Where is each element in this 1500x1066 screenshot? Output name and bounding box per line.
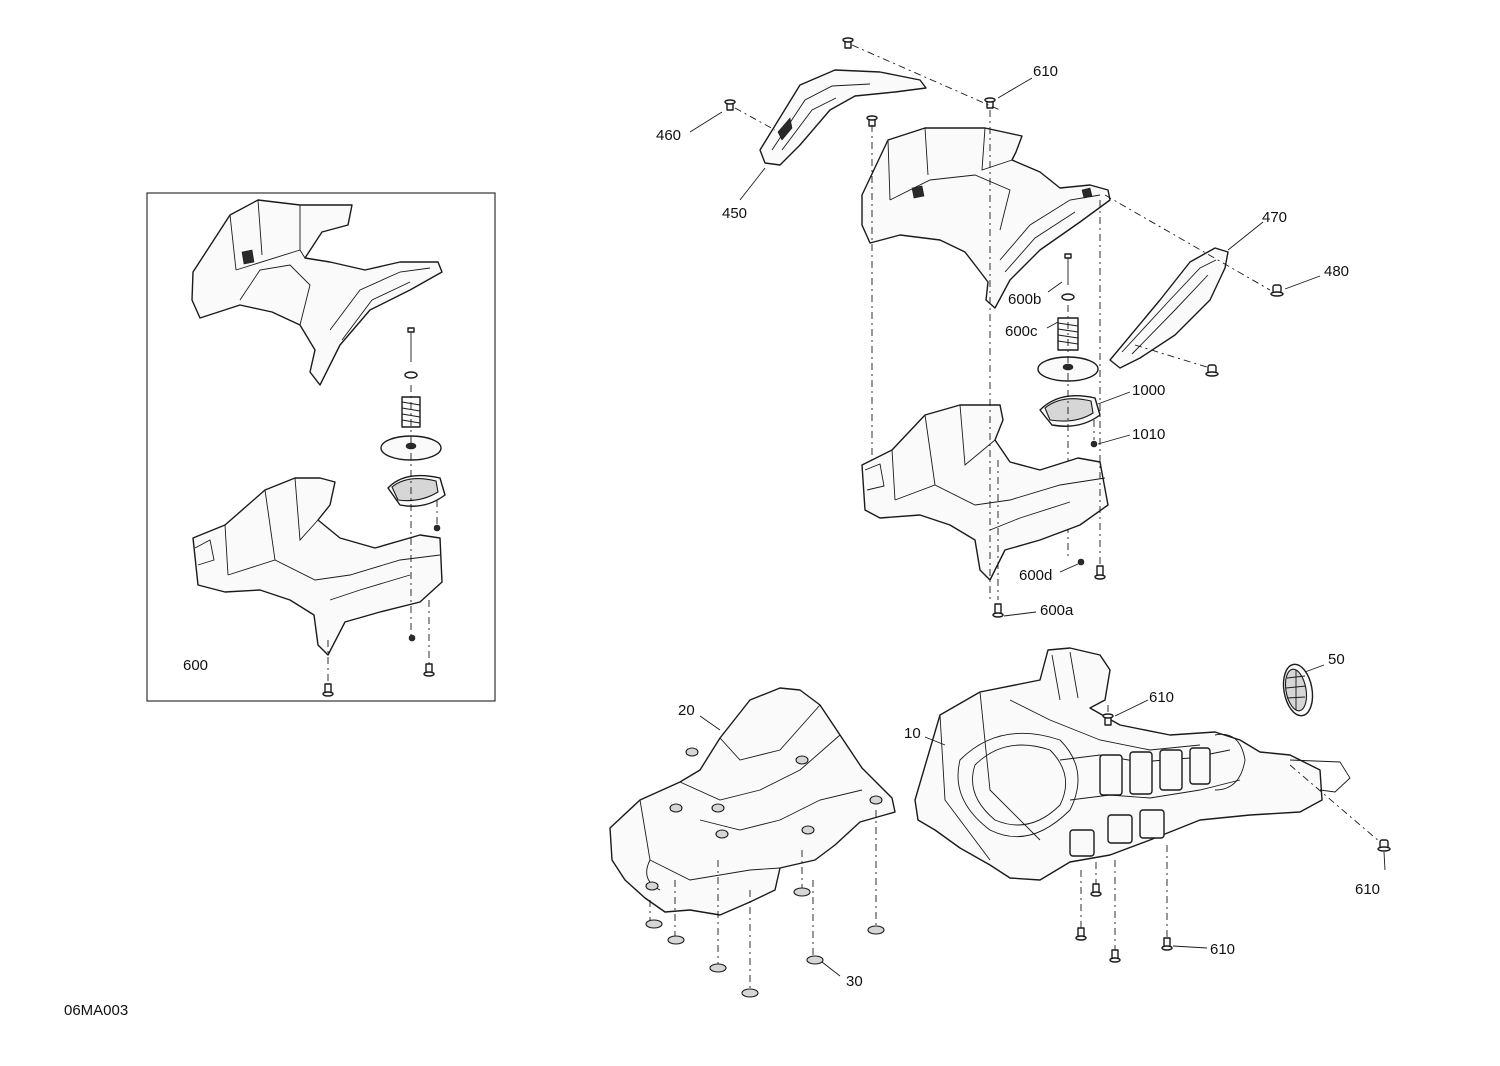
callout-600a: 600a: [1040, 602, 1074, 619]
part-10-housing: [914, 647, 1351, 881]
callout-leaders: [689, 77, 1386, 977]
callout-1000: 1000: [1132, 382, 1166, 399]
callout-600b: 600b: [1008, 291, 1042, 308]
lower-screws-600a: [992, 565, 1106, 618]
part-470-trim: [1109, 247, 1229, 369]
part-50-grille: [1282, 663, 1314, 717]
part-450-trim: [759, 69, 927, 166]
part-30-washers: [645, 810, 885, 998]
callout-610-right: 610: [1355, 881, 1381, 898]
top-screws: [724, 37, 996, 127]
callout-470: 470: [1262, 209, 1288, 226]
part-20-heat-shield: [609, 687, 896, 916]
callout-480: 480: [1324, 263, 1350, 280]
callout-450: 450: [722, 205, 748, 222]
drawing-code: 06MA003: [64, 1002, 129, 1019]
upper-console: [861, 127, 1111, 309]
side-screws: [1205, 284, 1284, 377]
callout-20: 20: [678, 702, 695, 719]
callout-10: 10: [904, 725, 921, 742]
kit-600-frame: [146, 192, 496, 702]
callout-610-bottom: 610: [1210, 941, 1236, 958]
inset-lower-support: [192, 477, 443, 656]
callout-600: 600: [183, 657, 209, 674]
callout-460: 460: [656, 127, 682, 144]
callout-1010: 1010: [1132, 426, 1166, 443]
callout-30: 30: [846, 973, 863, 990]
callout-600c: 600c: [1005, 323, 1038, 340]
callout-50: 50: [1328, 651, 1345, 668]
callout-610-mid: 610: [1149, 689, 1175, 706]
callout-600d: 600d: [1019, 567, 1053, 584]
housing-screws: [1075, 705, 1391, 963]
inset-screws: [322, 663, 435, 697]
callout-610-top: 610: [1033, 63, 1059, 80]
inset-upper-console: [191, 199, 443, 386]
lower-support: [861, 404, 1109, 581]
